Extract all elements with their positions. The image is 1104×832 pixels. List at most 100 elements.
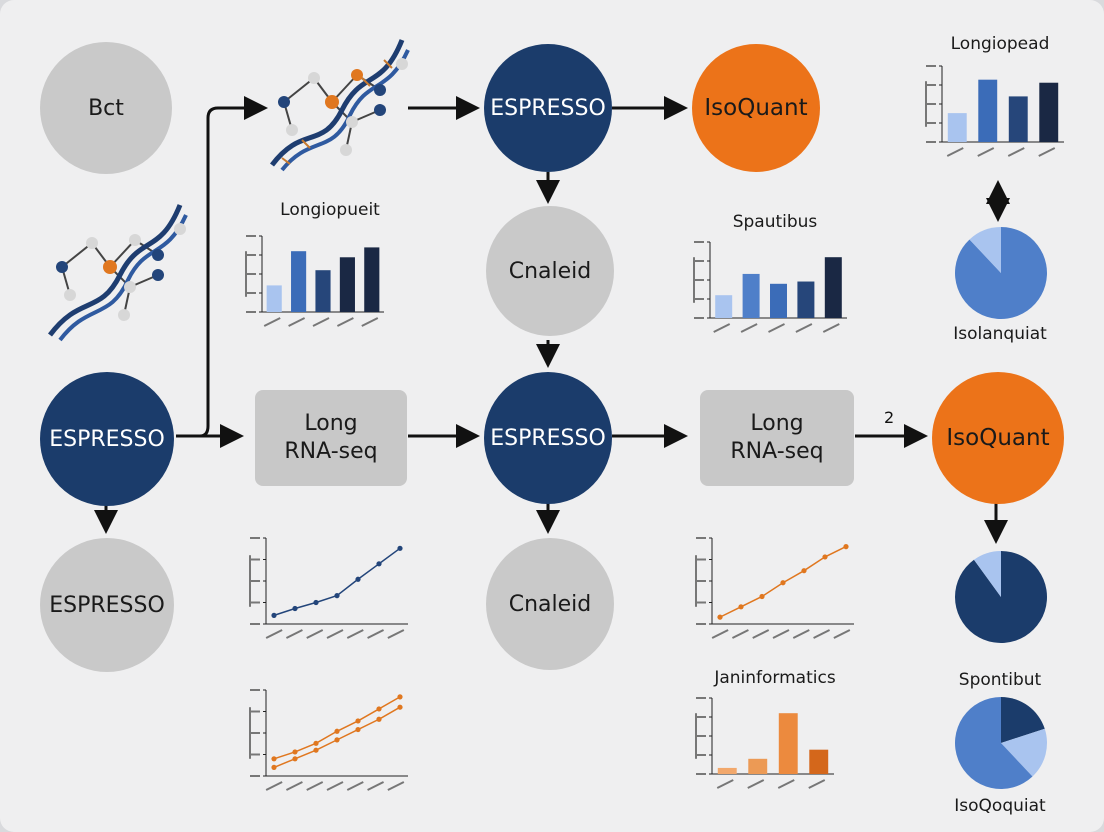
data-point bbox=[334, 737, 340, 743]
x-tick-label-mark bbox=[795, 323, 813, 333]
node-espresso-top-label: ESPRESSO bbox=[490, 95, 606, 121]
x-tick-label-mark bbox=[740, 323, 758, 333]
data-point bbox=[334, 593, 340, 599]
x-tick-label-mark bbox=[387, 629, 405, 639]
title-longiopead: Longiopead bbox=[950, 34, 1050, 54]
bar bbox=[717, 767, 737, 774]
x-tick-label-mark bbox=[367, 781, 385, 791]
node-long-rnaseq-2-line2: RNA-seq bbox=[730, 439, 824, 464]
title-spautibus: Spautibus bbox=[732, 212, 818, 232]
chart-pie-navy bbox=[955, 551, 1047, 643]
data-point bbox=[843, 544, 849, 550]
x-tick-label-mark bbox=[711, 629, 729, 639]
data-point bbox=[717, 614, 723, 620]
bar bbox=[339, 257, 355, 312]
node-long-rnaseq-2-line1: Long bbox=[750, 411, 804, 436]
chart-janinformatics bbox=[695, 697, 834, 789]
x-tick-label-mark bbox=[731, 629, 749, 639]
data-point bbox=[397, 545, 403, 551]
bar bbox=[978, 79, 998, 142]
x-tick-label-mark bbox=[808, 779, 826, 789]
x-tick-label-mark bbox=[772, 629, 790, 639]
data-point bbox=[376, 706, 382, 712]
x-tick-label-mark bbox=[346, 781, 364, 791]
chart-line-left-orange-double bbox=[249, 689, 408, 791]
node-isoquant-top-label: IsoQuant bbox=[704, 95, 808, 121]
node-espresso-left-label: ESPRESSO bbox=[49, 426, 165, 452]
x-tick-label-mark bbox=[387, 781, 405, 791]
chart-longiopead bbox=[925, 65, 1064, 157]
series-line bbox=[273, 696, 401, 760]
bar bbox=[809, 749, 829, 774]
bar bbox=[266, 285, 282, 312]
node-espresso-top[interactable]: ESPRESSO bbox=[484, 44, 612, 172]
node-long-rnaseq-1[interactable]: Long RNA-seq bbox=[255, 390, 407, 486]
x-tick-label-mark bbox=[822, 323, 840, 333]
data-point bbox=[313, 599, 319, 606]
node-long-rnaseq-1-line1: Long bbox=[304, 411, 358, 436]
chart-longiopueit bbox=[245, 235, 384, 327]
x-tick-label-mark bbox=[367, 629, 385, 639]
chart-line-right-orange bbox=[695, 537, 854, 639]
x-tick-label-mark bbox=[306, 781, 324, 791]
node-espresso-center[interactable]: ESPRESSO bbox=[484, 372, 612, 504]
title-longiopueit: Longiopueit bbox=[280, 200, 380, 220]
node-cnaleid-top[interactable]: Cnaleid bbox=[486, 206, 614, 336]
node-espresso-bottom-left[interactable]: ESPRESSO bbox=[40, 538, 174, 672]
data-point bbox=[397, 704, 403, 710]
bar bbox=[715, 295, 733, 318]
x-tick-label-mark bbox=[768, 323, 785, 333]
node-bct[interactable]: Bct bbox=[40, 42, 172, 174]
data-point bbox=[355, 576, 361, 582]
x-tick-label-mark bbox=[977, 147, 995, 157]
bar bbox=[315, 270, 331, 312]
x-tick-label-mark bbox=[326, 629, 344, 639]
node-isoquant-right[interactable]: IsoQuant bbox=[932, 372, 1064, 504]
bar bbox=[291, 251, 307, 312]
data-point bbox=[313, 740, 319, 746]
x-tick-label-mark bbox=[265, 629, 283, 639]
data-point bbox=[738, 604, 744, 610]
pie-slice bbox=[1001, 697, 1045, 743]
data-point bbox=[822, 554, 828, 560]
x-tick-label-mark bbox=[346, 629, 364, 639]
x-tick-label-mark bbox=[792, 629, 810, 639]
pie-slice bbox=[1001, 728, 1047, 777]
node-isoquant-right-label: IsoQuant bbox=[946, 425, 1050, 451]
title-spontibut: Spontibut bbox=[958, 670, 1042, 690]
molecule-illustration-left bbox=[48, 204, 188, 342]
x-tick-label-mark bbox=[777, 779, 795, 789]
title-janinformatics: Janinformatics bbox=[714, 668, 836, 688]
molecule-illustration-top bbox=[270, 39, 410, 172]
x-tick-label-mark bbox=[1007, 147, 1025, 157]
x-tick-label-mark bbox=[285, 629, 303, 639]
x-tick-label-mark bbox=[716, 779, 734, 789]
bar bbox=[778, 713, 798, 774]
node-isoquant-top[interactable]: IsoQuant bbox=[692, 44, 820, 172]
x-tick-label-mark bbox=[288, 317, 306, 327]
data-point bbox=[355, 718, 361, 724]
chart-pie-isolanquiat bbox=[955, 227, 1047, 319]
node-cnaleid-bottom-label: Cnaleid bbox=[508, 591, 592, 617]
bar bbox=[824, 257, 842, 318]
x-tick-label-mark bbox=[361, 317, 379, 327]
data-point bbox=[780, 580, 786, 586]
x-tick-label-mark bbox=[326, 781, 344, 791]
x-tick-label-mark bbox=[306, 629, 324, 639]
bar bbox=[1008, 96, 1028, 142]
bar bbox=[742, 273, 760, 318]
pie-slice bbox=[973, 551, 1001, 597]
data-point bbox=[376, 561, 382, 567]
data-point bbox=[334, 728, 340, 734]
data-point bbox=[271, 764, 277, 770]
data-point bbox=[355, 726, 361, 733]
x-tick-label-mark bbox=[285, 781, 303, 791]
x-tick-label-mark bbox=[747, 779, 765, 789]
data-point bbox=[313, 747, 319, 753]
bar bbox=[1039, 82, 1059, 142]
node-espresso-left[interactable]: ESPRESSO bbox=[40, 372, 174, 506]
data-point bbox=[292, 749, 298, 755]
bar bbox=[770, 283, 787, 318]
node-long-rnaseq-2[interactable]: Long RNA-seq bbox=[700, 390, 854, 486]
node-cnaleid-bottom[interactable]: Cnaleid bbox=[486, 538, 614, 670]
